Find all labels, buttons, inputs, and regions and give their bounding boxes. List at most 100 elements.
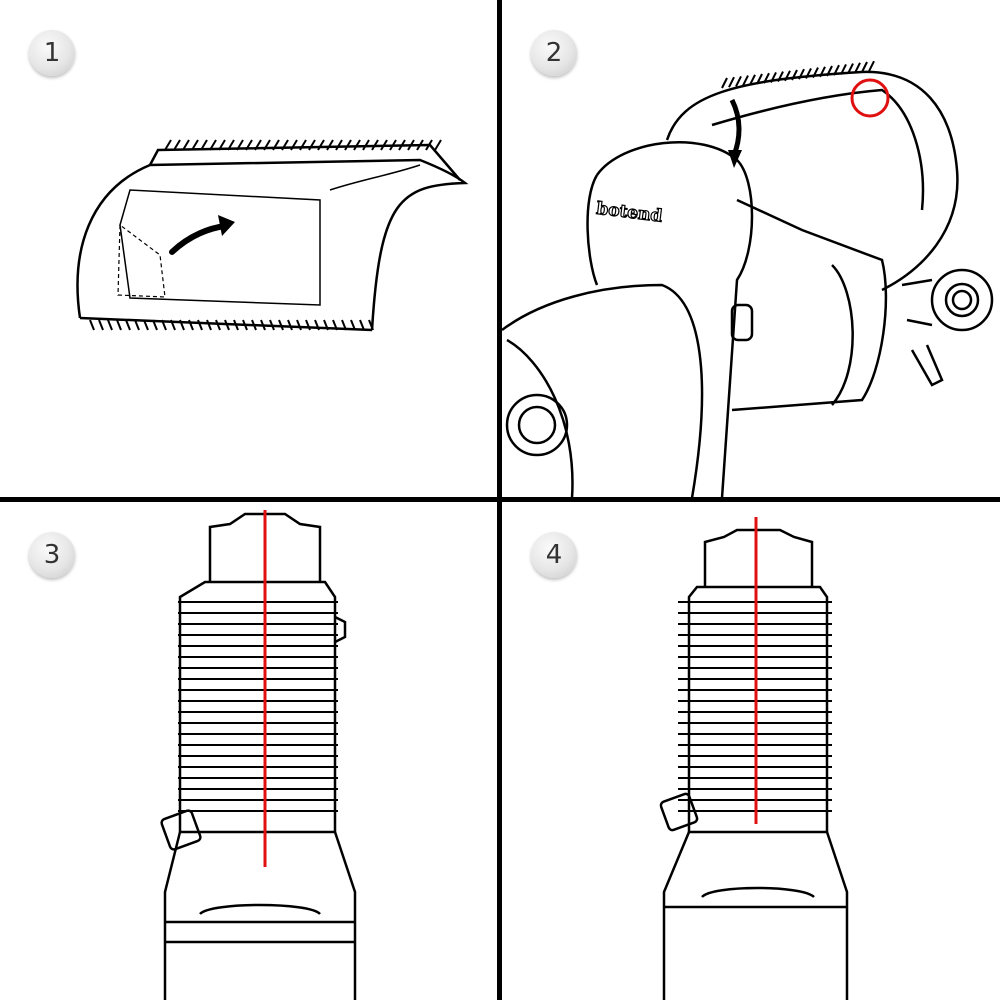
step-number-badge: 1 <box>29 30 75 76</box>
ridge-line <box>263 139 271 151</box>
ridge-line <box>341 319 347 331</box>
ridge-line <box>290 139 298 151</box>
ridge-line <box>847 63 854 75</box>
eyepiece-illustration: botend <box>502 60 994 498</box>
ridge-line <box>805 67 812 79</box>
ridge-line <box>188 319 194 331</box>
ridge-line <box>191 139 199 151</box>
ridge-line <box>812 67 819 79</box>
ridge-line <box>245 139 253 151</box>
ridge-line <box>233 319 239 331</box>
ridge-line <box>254 139 262 151</box>
ridge-line <box>170 319 176 331</box>
ridge-line <box>398 139 406 151</box>
ridge-line <box>317 139 325 151</box>
ridge-line <box>362 139 370 151</box>
ridge-line <box>861 61 868 73</box>
ridge-line <box>242 319 248 331</box>
ridge-line <box>125 319 131 331</box>
ridge-line <box>777 71 784 83</box>
ridge-line <box>299 139 307 151</box>
ridge-line <box>215 319 221 331</box>
ridge-line <box>326 139 334 151</box>
ridge-line <box>173 139 181 151</box>
ridge-line <box>728 76 735 88</box>
ridge-line <box>116 319 122 331</box>
ridge-line <box>868 60 875 72</box>
ridge-line <box>197 319 203 331</box>
ridge-line <box>332 319 338 331</box>
ridge-line <box>107 319 113 331</box>
ridge-line <box>335 139 343 151</box>
ridge-line <box>269 319 275 331</box>
highlight-circle <box>850 78 890 118</box>
step-number-badge: 4 <box>531 532 577 578</box>
brand-logo: botend <box>595 199 663 227</box>
ridge-line <box>735 75 742 87</box>
ridge-line <box>854 62 861 74</box>
ridge-line <box>89 319 95 331</box>
step-1-panel: 1 <box>0 0 498 498</box>
ridge-line <box>251 319 257 331</box>
ridge-line <box>742 75 749 87</box>
ridge-line <box>281 139 289 151</box>
ridge-line <box>344 139 352 151</box>
ridge-line <box>164 139 172 151</box>
ridge-line <box>416 139 424 151</box>
ridge-line <box>182 139 190 151</box>
ridge-line <box>784 70 791 82</box>
eyepiece-side-view-aligned <box>659 517 849 1000</box>
ridge-line <box>350 319 356 331</box>
ridge-line <box>161 319 167 331</box>
ridge-line <box>260 319 266 331</box>
ridge-line <box>179 319 185 331</box>
ridge-line <box>287 319 293 331</box>
ridge-line <box>200 139 208 151</box>
ridge-line <box>296 319 302 331</box>
ridge-line <box>721 77 728 89</box>
ridge-line <box>278 319 284 331</box>
ridge-line <box>798 68 805 80</box>
ridge-line <box>425 139 433 151</box>
step-3-panel: 3 <box>0 502 498 1000</box>
ridge-line <box>840 63 847 75</box>
rubber-cover-illustration <box>76 139 469 332</box>
ridge-line <box>209 139 217 151</box>
ridge-line <box>206 319 212 331</box>
ridge-line <box>236 139 244 151</box>
ridge-line <box>272 139 280 151</box>
eyepiece-side-view-misaligned <box>160 510 357 1000</box>
step-4-panel: 4 <box>502 502 1000 1000</box>
ridge-line <box>819 66 826 78</box>
ridge-line <box>143 319 149 331</box>
ridge-line <box>308 139 316 151</box>
ridge-line <box>371 139 379 151</box>
panel-divider-horizontal <box>0 497 1000 502</box>
ridge-line <box>763 72 770 84</box>
ridge-line <box>791 69 798 81</box>
ridge-line <box>224 319 230 331</box>
ridge-line <box>434 139 442 151</box>
ridge-line <box>389 139 397 151</box>
ridge-line <box>218 139 226 151</box>
ridge-line <box>227 139 235 151</box>
ridge-line <box>134 319 140 331</box>
step-number-badge: 3 <box>29 532 75 578</box>
ridge-line <box>368 319 374 331</box>
step-number-badge: 2 <box>531 30 577 76</box>
ridge-line <box>314 319 320 331</box>
ridge-line <box>359 319 365 331</box>
step-2-panel: 2 botend <box>502 0 1000 498</box>
ridge-line <box>756 73 763 85</box>
ridge-line <box>353 139 361 151</box>
ridge-line <box>407 139 415 151</box>
ridge-line <box>770 71 777 83</box>
ridge-line <box>98 319 104 331</box>
ridge-line <box>323 319 329 331</box>
ridge-line <box>826 65 833 77</box>
ridge-line <box>380 139 388 151</box>
ridge-line <box>749 74 756 86</box>
ridge-line <box>833 64 840 76</box>
ridge-line <box>152 319 158 331</box>
